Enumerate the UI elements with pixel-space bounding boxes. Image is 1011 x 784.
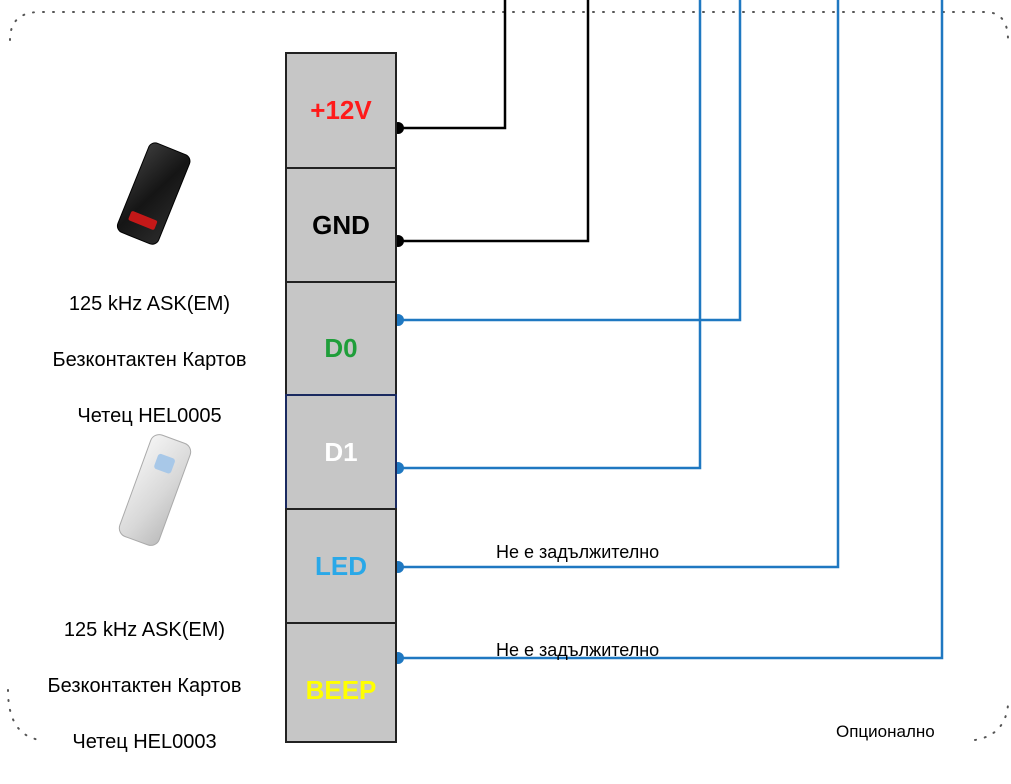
wire-led	[398, 0, 840, 569]
reader-caption-line: Четец HEL0003	[72, 731, 217, 753]
terminal-d0: D0	[285, 281, 397, 396]
reader-caption-hel0003: 125 kHz ASK(EM) Безконтактен Картов Чете…	[2, 588, 287, 784]
wire-d1	[398, 0, 702, 470]
black-card-reader-icon	[116, 142, 191, 245]
optional-region-label: Опционално	[836, 722, 935, 741]
wire-gnd	[398, 0, 590, 243]
terminal-label-d0: D0	[324, 333, 358, 363]
terminal-label-beep: BEEP	[305, 675, 377, 705]
terminal-label-12v: +12V	[310, 95, 372, 125]
wire-d0	[398, 0, 742, 322]
optional-region-border-bottom	[7, 689, 1009, 741]
reader-caption-line: 125 kHz ASK(EM)	[63, 619, 226, 641]
led-optional-note: Не е задължително	[496, 542, 660, 562]
reader-caption-line: Четец HEL0005	[77, 405, 222, 427]
reader-caption-hel0005: 125 kHz ASK(EM) Безконтактен Картов Чете…	[12, 262, 287, 458]
optional-region-border	[9, 11, 1009, 41]
terminal-label-d1: D1	[324, 436, 358, 467]
terminal-12v: +12V	[285, 52, 397, 169]
terminal-label-gnd: GND	[312, 209, 370, 240]
terminal-led: LED	[285, 508, 397, 624]
terminal-d1: D1	[285, 394, 397, 510]
reader-caption-line: 125 kHz ASK(EM)	[68, 293, 231, 315]
white-card-reader-icon	[118, 434, 192, 546]
terminal-gnd: GND	[285, 167, 397, 283]
beep-optional-note: Не е задължително	[496, 640, 660, 660]
wire-12v	[398, 0, 507, 130]
reader-caption-line: Безконтактен Картов	[52, 349, 247, 371]
wire-beep	[398, 0, 944, 660]
terminal-beep: BEEP	[285, 622, 397, 743]
reader-caption-line: Безконтактен Картов	[47, 675, 242, 697]
terminal-label-led: LED	[315, 550, 367, 581]
